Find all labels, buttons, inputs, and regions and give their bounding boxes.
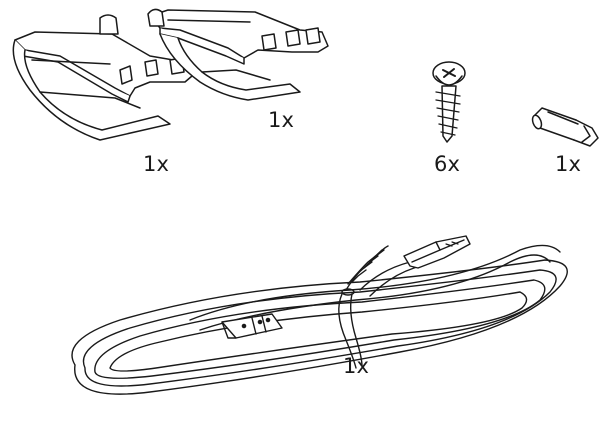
quantity-label-bracket-left: 1x (143, 152, 170, 176)
quantity-label-torx-bit: 1x (555, 152, 582, 176)
quantity-label-screw: 6x (434, 152, 461, 176)
quantity-label-cable: 1x (343, 354, 370, 378)
quantity-label-bracket-right: 1x (268, 108, 295, 132)
